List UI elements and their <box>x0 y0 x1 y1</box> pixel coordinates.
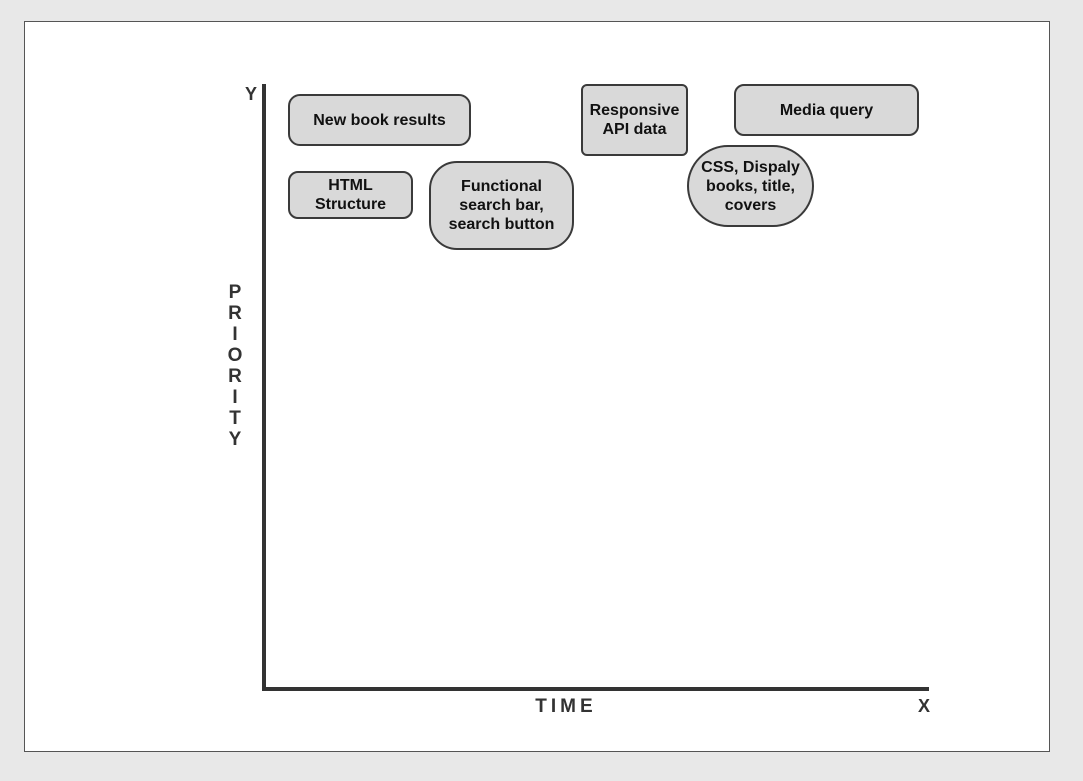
diagram-canvas <box>24 21 1050 752</box>
task-new-book-results[interactable]: New book results <box>288 94 471 146</box>
x-axis-line <box>262 687 929 691</box>
task-responsive-api[interactable]: Responsive API data <box>581 84 688 156</box>
x-axis-letter: X <box>918 696 931 716</box>
task-media-query[interactable]: Media query <box>734 84 919 136</box>
x-axis-title: TIME <box>535 696 597 717</box>
y-axis-title: P R I O R I T Y <box>227 282 243 450</box>
y-axis-line <box>262 84 266 690</box>
task-functional-search[interactable]: Functional search bar, search button <box>429 161 574 250</box>
y-axis-letter: Y <box>245 84 258 104</box>
task-css-display[interactable]: CSS, Dispaly books, title, covers <box>687 145 814 227</box>
task-html-structure[interactable]: HTML Structure <box>288 171 413 219</box>
